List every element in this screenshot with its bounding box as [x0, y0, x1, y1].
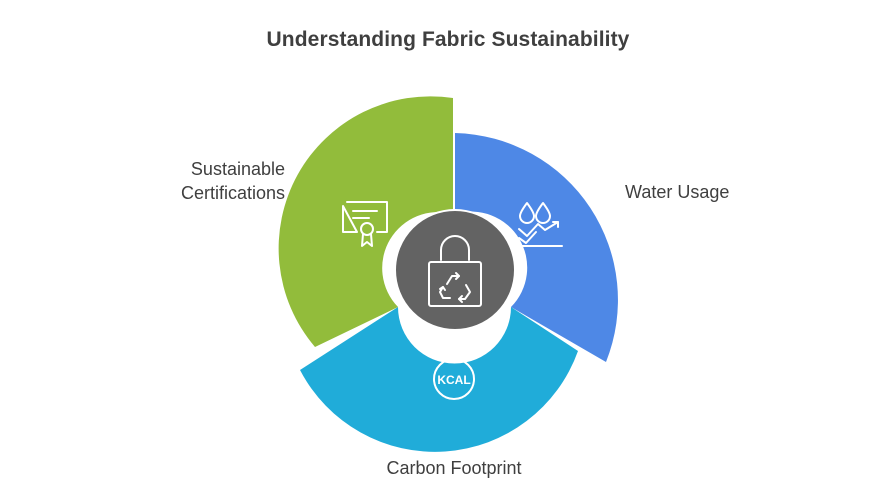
diagram-title: Understanding Fabric Sustainability	[266, 28, 630, 51]
sustainable-certifications-label: Sustainable Certifications	[100, 157, 285, 205]
kcal-icon: KCAL	[433, 358, 475, 400]
certifications-label-line-1: Sustainable	[190, 159, 285, 179]
sustainable-certifications-segment	[278, 96, 453, 347]
water-usage-label: Water Usage	[625, 182, 730, 202]
certifications-label-line-2: Certifications	[180, 183, 285, 203]
certificate-icon	[342, 201, 388, 247]
center-circle	[394, 209, 516, 331]
carbon-footprint-label: Carbon Footprint	[386, 458, 522, 478]
water-drops-trend-icon	[516, 202, 563, 247]
water-usage-segment	[455, 133, 618, 362]
carbon-footprint-segment	[300, 307, 578, 452]
kcal-icon-text: KCAL	[437, 373, 470, 387]
recycle-bag-icon	[428, 235, 482, 307]
